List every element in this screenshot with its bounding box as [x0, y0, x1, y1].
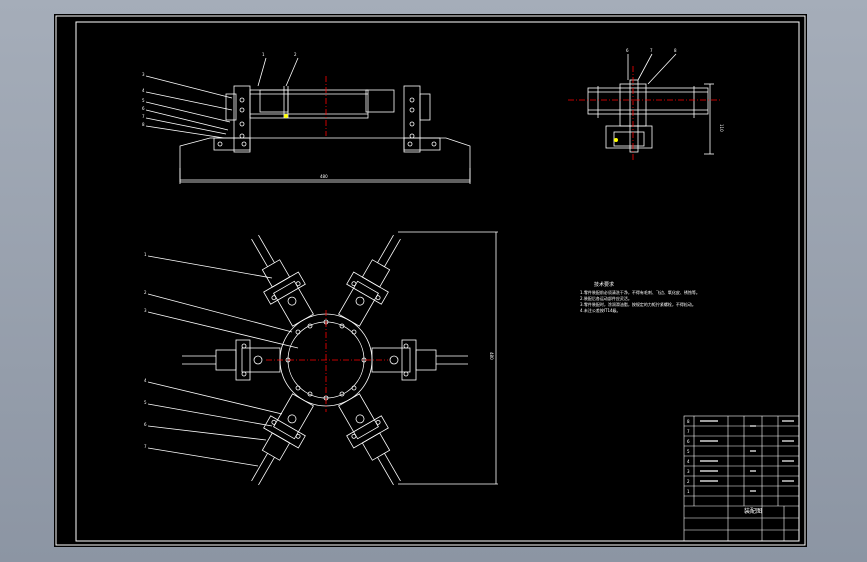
- title-block-row: 4: [687, 459, 690, 464]
- top-callout-5: 5: [142, 98, 145, 103]
- arm-left: [182, 339, 281, 381]
- arm-lower-right: [338, 393, 401, 486]
- plan-callout-3: 3: [144, 308, 147, 313]
- title-block-row: 6: [687, 439, 690, 444]
- plan-callout-6: 6: [144, 422, 147, 427]
- outer-frame: [55, 15, 806, 546]
- plan-callout-1: 1: [144, 252, 147, 257]
- plan-callout-5: 5: [144, 400, 147, 405]
- side-callout-6: 6: [626, 48, 629, 53]
- tech-note-line: 3.零件装配时，涂润滑油脂，按规定的力矩拧紧螺栓，不得松动。: [580, 302, 696, 307]
- side-callout-7: 7: [650, 48, 653, 53]
- title-block-drawing-name: 装配图: [744, 507, 762, 515]
- arm-upper-right: [338, 234, 401, 327]
- title-block-row: 3: [687, 469, 690, 474]
- title-block-row: 8: [687, 419, 690, 424]
- top-callout-2: 2: [294, 52, 297, 57]
- drawing-sheet: 1 2 3 4 5 6 7 8 480 6 7 8 110 1 2 3 4 5 …: [54, 14, 807, 547]
- top-callout-6: 6: [142, 106, 145, 111]
- side-height-dimension: 110: [719, 124, 724, 132]
- tech-note-line: 1.零件装配前必须清洗干净，不得有毛刺、飞边、氧化皮、锈蚀等。: [580, 290, 700, 295]
- title-block-row: 5: [687, 449, 690, 454]
- title-block-row: 7: [687, 429, 690, 434]
- inner-frame: [75, 21, 800, 542]
- tech-note-line: 4.未注公差按IT14级。: [580, 308, 621, 313]
- arm-lower-left: [251, 393, 314, 486]
- side-view-highlight: [614, 138, 618, 142]
- tech-notes: 技术要求 1.零件装配前必须清洗干净，不得有毛刺、飞边、氧化皮、锈蚀等。 2.装…: [580, 282, 700, 314]
- title-block-row: 1: [687, 489, 690, 494]
- top-callout-7: 7: [142, 114, 145, 119]
- plan-height-dimension: 480: [489, 352, 494, 360]
- title-block-row: 2: [687, 479, 690, 484]
- top-view: [145, 57, 471, 184]
- top-view-highlight: [284, 114, 288, 118]
- tech-notes-title: 技术要求: [594, 282, 615, 288]
- side-view: [587, 53, 714, 155]
- top-callout-8: 8: [142, 122, 145, 127]
- arm-upper-left: [251, 234, 314, 327]
- arm-right: [371, 339, 468, 381]
- top-callout-1: 1: [262, 52, 265, 57]
- plan-callout-7: 7: [144, 444, 147, 449]
- top-callout-4: 4: [142, 88, 145, 93]
- plan-callout-2: 2: [144, 290, 147, 295]
- plan-callout-4: 4: [144, 378, 147, 383]
- top-callout-3: 3: [142, 72, 145, 77]
- drawing-canvas: 1 2 3 4 5 6 7 8 480 6 7 8 110 1 2 3 4 5 …: [55, 15, 806, 546]
- top-width-dimension: 480: [320, 174, 328, 179]
- side-callout-8: 8: [674, 48, 677, 53]
- title-block: [683, 415, 800, 542]
- tech-note-line: 2.装配后各运动部件应灵活。: [580, 296, 632, 301]
